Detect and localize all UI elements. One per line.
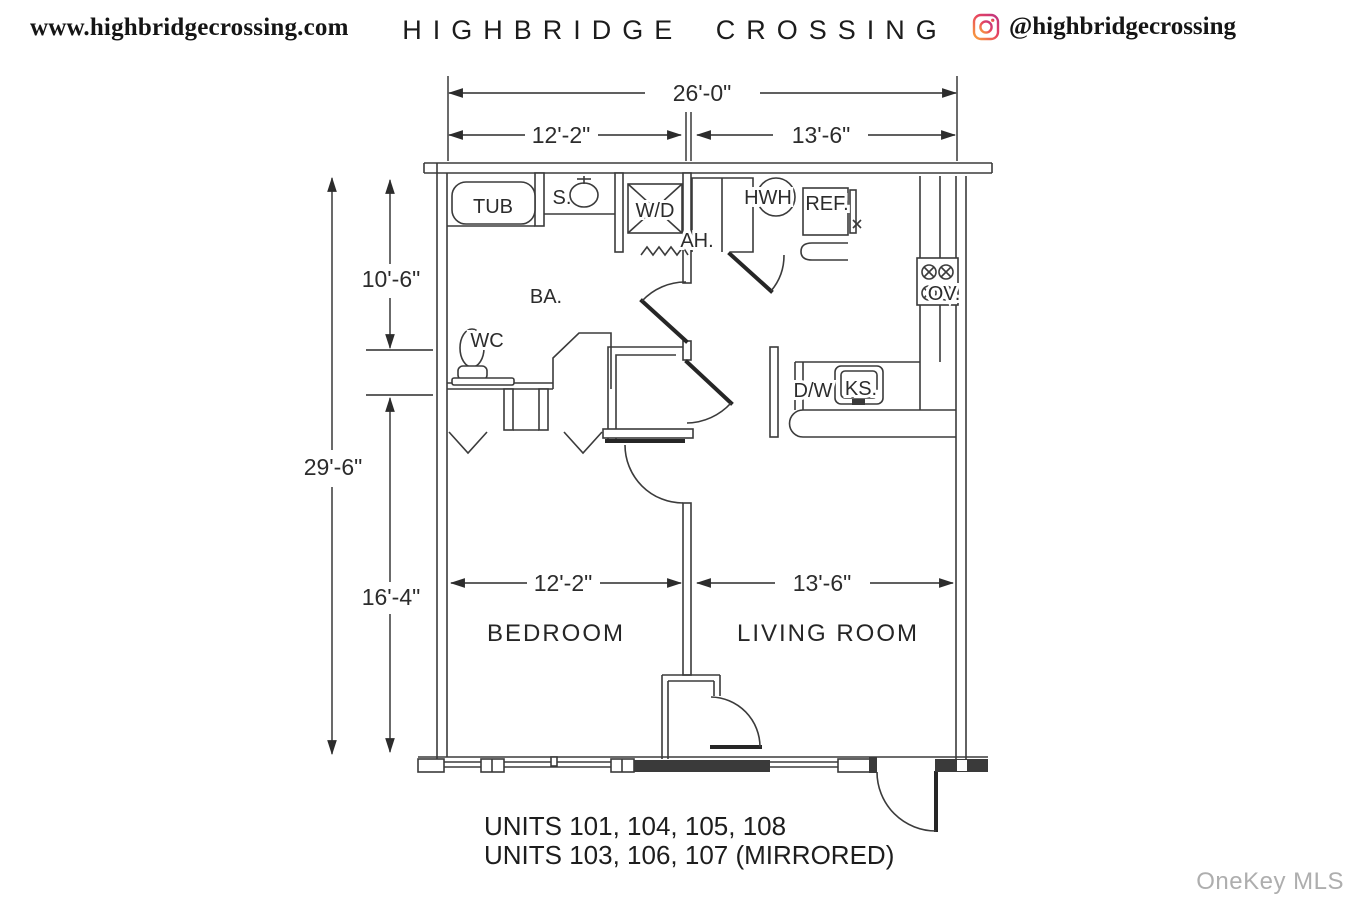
units-list: UNITS 101, 104, 105, 108 UNITS 103, 106,… [484,812,894,870]
brand-title: HIGHBRIDGE CROSSING [402,15,948,45]
dim-upper-height: 10'-6" [362,266,421,292]
interior-walls [447,172,721,759]
dim-overall-height: 29'-6" [304,454,363,480]
tub-label: TUB [473,196,513,218]
dim-right-width: 13'-6" [792,122,851,148]
instagram-icon [972,13,1000,41]
dishwasher-label: D/W [794,380,833,402]
dim-bedroom-width: 12'-2" [534,570,593,596]
bottom-wall [417,756,988,832]
bath-sink-label: S. [553,187,572,209]
bathroom-label: BA. [530,286,562,308]
instagram-block: @highbridgecrossing [972,13,1236,41]
website-text: www.highbridgecrossing.com [30,14,349,41]
units-line-2: UNITS 103, 106, 107 (MIRRORED) [484,840,895,870]
living-room-label: LIVING ROOM [737,620,919,647]
hot-water-heater-label: HWH [744,187,792,209]
kitchen-fixtures: AH. HWH REF. OV. [677,176,963,438]
dim-lower-height: 16'-4" [362,584,421,610]
dimension-lines: 26'-0" 12'-2" 13'-6" 29'-6" 10'-6" 16'-4… [301,76,958,756]
instagram-handle: @highbridgecrossing [1009,13,1237,40]
bathroom-fixtures: TUB S. W/D BA. WC [447,172,689,386]
room-labels: BEDROOM LIVING ROOM [484,617,920,650]
watermark: OneKey MLS [1196,868,1344,895]
air-handler-label: AH. [680,230,713,252]
bedroom-label: BEDROOM [487,620,625,647]
dim-left-width: 12'-2" [532,122,591,148]
dim-living-width: 13'-6" [793,570,852,596]
outer-walls [423,162,993,772]
toilet-label: WC [470,330,503,352]
kitchen-sink-label: KS. [845,378,877,400]
refrigerator-label: REF. [805,193,848,215]
door-swings [448,251,785,749]
dim-overall-width: 26'-0" [673,80,732,106]
washer-dryer-label: W/D [636,200,675,222]
oven-label: OV. [928,283,961,305]
units-line-1: UNITS 101, 104, 105, 108 [484,811,787,841]
